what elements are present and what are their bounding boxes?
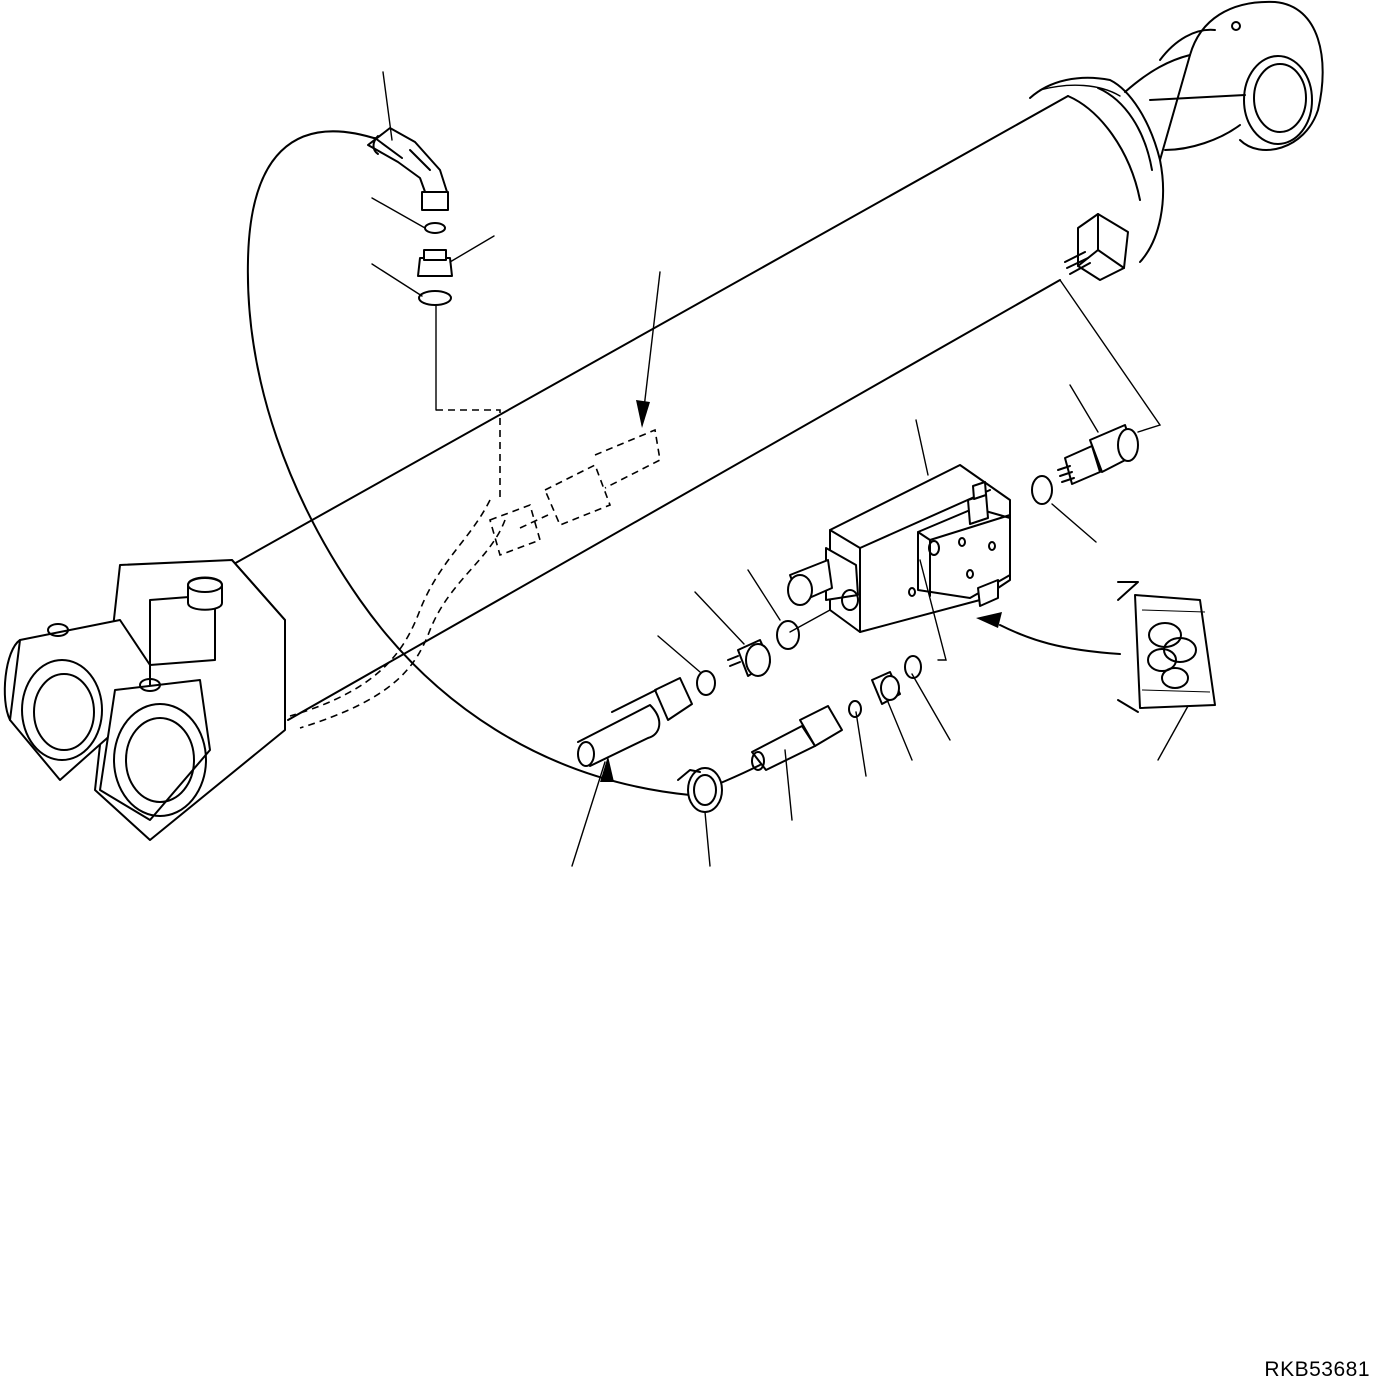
detail-view-seal-kit bbox=[999, 581, 1216, 713]
hose-upper-end bbox=[372, 135, 379, 155]
valve-front-fittings bbox=[577, 620, 800, 767]
hose-fittings-lower bbox=[751, 655, 922, 771]
rod-eye bbox=[1124, 0, 1324, 161]
internal-pipe-hidden bbox=[289, 409, 661, 729]
callout-leaders bbox=[371, 71, 1189, 867]
safety-valve-block bbox=[787, 464, 1011, 633]
assembly-lines bbox=[789, 279, 1162, 661]
figure-code: RKB53681 bbox=[1264, 1358, 1370, 1381]
valve-connector-adapter bbox=[1031, 424, 1139, 505]
arrow-heads bbox=[600, 400, 1002, 782]
hose-clamp bbox=[677, 767, 723, 813]
tube-port-fitting bbox=[1064, 213, 1129, 281]
cylinder-tube bbox=[231, 76, 1165, 721]
cylinder-clevis bbox=[3, 559, 286, 841]
hose-elbow-fitting bbox=[367, 127, 453, 306]
